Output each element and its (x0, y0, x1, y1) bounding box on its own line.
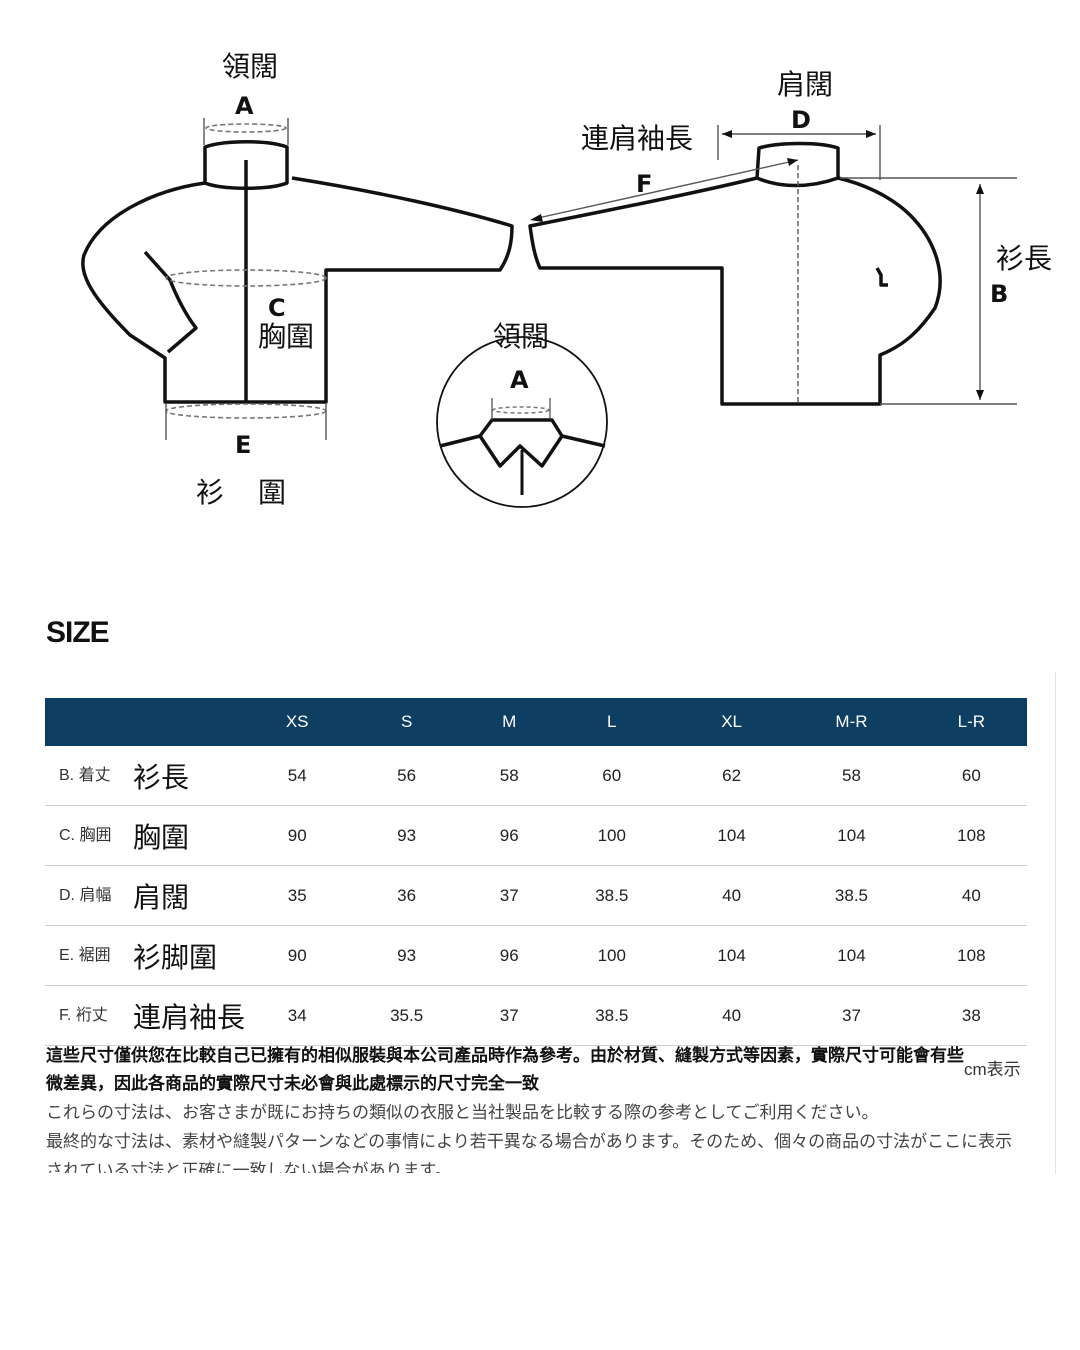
table-cell: 108 (915, 805, 1027, 866)
hem-label-left: 衫 (196, 476, 224, 509)
disclaimer-ja-line: これらの寸法は、お客さまが既にお持ちの類似の衣服と当社製品を比較する際の参考とし… (46, 1103, 879, 1123)
row-label: 衫長 (133, 760, 190, 794)
row-label: 肩闊 (133, 880, 190, 914)
table-cell: 35.5 (342, 985, 471, 1046)
letter-b: B (990, 280, 1008, 308)
body-length-label: 衫長 (996, 242, 1052, 275)
letter-f: F (636, 170, 652, 198)
header-cell: XS (252, 698, 343, 746)
table-cell: 104 (676, 925, 788, 986)
table-cell: 93 (342, 925, 471, 986)
collar-detail-circle (436, 336, 608, 508)
row-code: D. 肩幅 (59, 886, 112, 904)
row-head: B. 着丈 衫長 (45, 746, 252, 806)
row-code: B. 着丈 (59, 766, 111, 784)
header-cell: M-R (787, 698, 916, 746)
size-disclaimer-ja: これらの寸法は、お客さまが既にお持ちの類似の衣服と当社製品を比較する際の参考とし… (46, 1099, 1026, 1173)
table-cell: 104 (787, 925, 916, 986)
table-cell: 36 (342, 865, 471, 926)
row-head: D. 肩幅 肩闊 (45, 865, 252, 926)
table-cell: 62 (676, 746, 788, 806)
table-cell: 93 (342, 805, 471, 866)
header-cell: L (547, 698, 676, 746)
table-cell: 90 (252, 805, 343, 866)
table-cell: 104 (676, 805, 788, 866)
size-disclaimer-zh: 這些尺寸僅供您在比較自己已擁有的相似服裝與本公司產品時作為參考。由於材質、縫製方… (46, 1046, 964, 1094)
table-row: D. 肩幅 肩闊 35 36 37 38.5 40 38.5 40 (45, 865, 1027, 926)
arrowheads (530, 130, 984, 400)
table-cell: 96 (470, 925, 548, 986)
table-cell: 40 (676, 985, 788, 1046)
row-label: 衫脚圍 (133, 940, 218, 974)
table-cell: 34 (252, 985, 343, 1046)
table-cell: 56 (342, 746, 471, 806)
size-table: XS S M L XL M-R L-R B. 着丈 衫長 54 56 58 60 … (45, 698, 1027, 1046)
letter-a-detail: A (510, 366, 529, 394)
collar-label-front: 領闊 (222, 50, 278, 83)
table-cell: 38.5 (547, 865, 676, 926)
raglan-sleeve-label: 連肩袖長 (581, 122, 693, 155)
table-cell: 108 (915, 925, 1027, 986)
table-cell: 37 (470, 985, 548, 1046)
header-cell: S (342, 698, 471, 746)
letter-e: E (235, 431, 251, 459)
table-row: C. 胸囲 胸圍 90 93 96 100 104 104 108 (45, 805, 1027, 866)
table-cell: 37 (787, 985, 916, 1046)
letter-c: C (268, 294, 286, 322)
back-dimension-lines (537, 125, 1017, 405)
row-code: F. 裄丈 (59, 1006, 108, 1024)
table-cell: 58 (470, 746, 548, 806)
chest-label: 胸圍 (258, 320, 314, 353)
table-cell: 40 (915, 865, 1027, 926)
table-row: E. 裾囲 衫脚圍 90 93 96 100 104 104 108 (45, 925, 1027, 986)
content-divider (1055, 672, 1056, 1174)
row-head: E. 裾囲 衫脚圍 (45, 925, 252, 986)
header-cell: XL (676, 698, 788, 746)
collar-label-detail: 領闊 (493, 320, 549, 353)
table-cell: 104 (787, 805, 916, 866)
hem-label-right: 圍 (258, 476, 286, 509)
table-cell: 38.5 (547, 985, 676, 1046)
table-cell: 38.5 (787, 865, 916, 926)
header-cell: M (470, 698, 548, 746)
row-code: C. 胸囲 (59, 826, 112, 844)
back-view-garment (528, 141, 942, 406)
table-cell: 60 (915, 746, 1027, 806)
table-row: B. 着丈 衫長 54 56 58 60 62 58 60 (45, 746, 1027, 806)
table-cell: 96 (470, 805, 548, 866)
row-code: E. 裾囲 (59, 946, 111, 964)
size-heading: SIZE (46, 616, 110, 649)
unit-note: cm表示 (964, 1060, 1021, 1079)
letter-d: D (791, 106, 811, 134)
table-cell: 40 (676, 865, 788, 926)
table-cell: 100 (547, 925, 676, 986)
disclaimer-ja-line: 最終的な寸法は、素材や縫製パターンなどの事情により若干異なる場合があります。その… (46, 1132, 1013, 1173)
table-cell: 58 (787, 746, 916, 806)
table-row: F. 裄丈 連肩袖長 34 35.5 37 38.5 40 37 38 (45, 985, 1027, 1046)
letter-a-front: A (235, 92, 254, 120)
table-cell: 37 (470, 865, 548, 926)
table-cell: 54 (252, 746, 343, 806)
row-label: 連肩袖長 (133, 1000, 246, 1034)
header-cell: L-R (915, 698, 1027, 746)
table-cell: 38 (915, 985, 1027, 1046)
header-cell (45, 698, 252, 746)
table-cell: 100 (547, 805, 676, 866)
table-header-row: XS S M L XL M-R L-R (45, 698, 1027, 746)
table-cell: 35 (252, 865, 343, 926)
front-view-garment (81, 140, 514, 404)
table-cell: 60 (547, 746, 676, 806)
table-cell: 90 (252, 925, 343, 986)
row-label: 胸圍 (133, 820, 190, 854)
row-head: C. 胸囲 胸圍 (45, 805, 252, 866)
row-head: F. 裄丈 連肩袖長 (45, 985, 252, 1046)
front-extension-lines (165, 118, 327, 440)
garment-measurement-diagram: 領闊 A C 胸圍 E 衫 圍 領闊 A 肩闊 D 連肩袖長 F 衫長 B (81, 50, 1052, 509)
shoulder-label: 肩闊 (777, 68, 833, 101)
